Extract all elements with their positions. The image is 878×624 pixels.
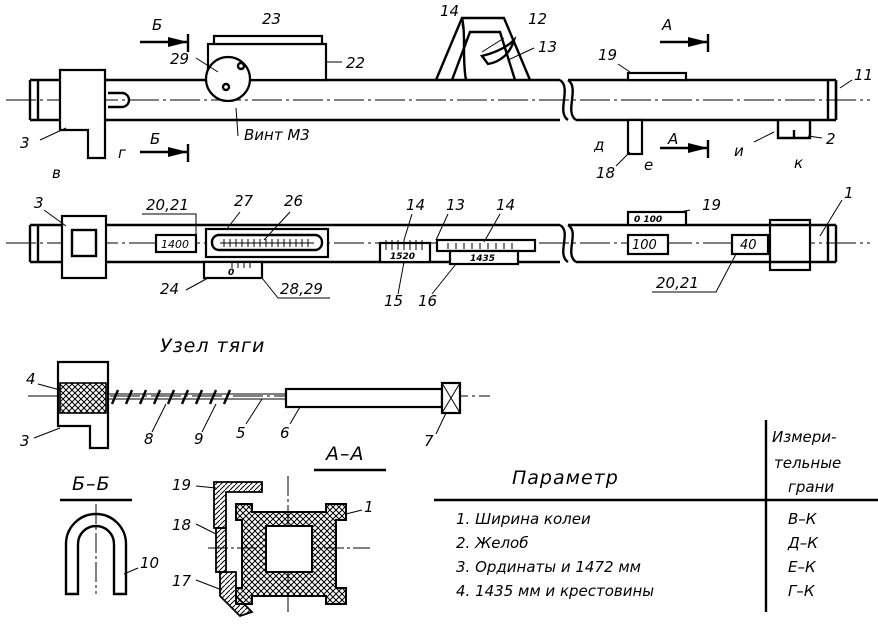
table-header-param: Параметр <box>512 467 619 489</box>
table-row-4-edges: Г–К <box>788 582 816 600</box>
label-1-aa: 1 <box>364 498 374 516</box>
title-aa: А–А <box>324 443 365 465</box>
label-9: 9 <box>194 430 204 448</box>
parameter-table: Параметр Измери- тельные грани 1. Ширина… <box>434 420 878 612</box>
label-g: г <box>118 144 126 162</box>
label-15: 15 <box>384 292 403 310</box>
label-b-bottom: Б <box>150 130 160 148</box>
label-i: и <box>734 142 744 160</box>
side-view: 23 22 29 Винт М3 Б Б 3 в г 14 12 13 19 А… <box>6 2 873 182</box>
label-11: 11 <box>854 66 873 84</box>
label-13-top: 13 <box>538 38 557 56</box>
label-29: 29 <box>170 50 189 68</box>
label-e: е <box>644 156 653 174</box>
label-4: 4 <box>26 370 36 388</box>
table-row-2-edges: Д–К <box>787 534 819 552</box>
table-row-3-edges: Е–К <box>788 558 817 576</box>
label-19-aa: 19 <box>172 476 191 494</box>
label-27: 27 <box>234 192 254 210</box>
label-3-top: 3 <box>20 134 30 152</box>
section-aa: А–А 19 18 17 1 <box>172 443 386 618</box>
label-screw: Винт М3 <box>244 126 310 144</box>
label-b-top: Б <box>152 16 162 34</box>
label-22: 22 <box>346 54 365 72</box>
table-header-edges-3: грани <box>788 478 834 496</box>
label-v: в <box>52 164 61 182</box>
section-bb: Б–Б 10 <box>60 473 159 596</box>
scale-40: 40 <box>740 238 757 253</box>
table-row-4-param: 4. 1435 мм и крестовины <box>456 582 654 600</box>
label-23: 23 <box>262 10 281 28</box>
scale-0: 0 <box>228 268 234 278</box>
label-3-uzel: 3 <box>20 432 30 450</box>
label-d: д <box>593 136 604 154</box>
label-14-top: 14 <box>440 2 459 20</box>
label-14-plan-b: 14 <box>496 196 515 214</box>
title-uzel-tyagi: Узел тяги <box>160 335 265 357</box>
label-7: 7 <box>424 432 434 450</box>
label-10: 10 <box>140 554 159 572</box>
table-header-edges-1: Измери- <box>772 428 836 446</box>
table-row-1-edges: В–К <box>788 510 818 528</box>
label-k: к <box>794 154 803 172</box>
label-12: 12 <box>528 10 547 28</box>
label-19-top: 19 <box>598 46 617 64</box>
label-18-top: 18 <box>596 164 615 182</box>
label-28-29: 28,29 <box>280 280 323 298</box>
pull-assembly: Узел тяги 4 3 8 9 5 6 7 <box>20 335 490 450</box>
label-20-21-plan-right: 20,21 <box>656 274 699 292</box>
label-26: 26 <box>284 192 303 210</box>
scale-1435: 1435 <box>470 254 495 264</box>
table-header-edges-2: тельные <box>774 454 841 472</box>
label-24: 24 <box>160 280 179 298</box>
label-17: 17 <box>172 572 192 590</box>
label-18-aa: 18 <box>172 516 191 534</box>
label-19-plan: 19 <box>702 196 721 214</box>
scale-0-100: 0 100 <box>634 215 662 225</box>
label-16: 16 <box>418 292 437 310</box>
label-5: 5 <box>236 424 246 442</box>
label-20-21-plan-left: 20,21 <box>146 196 189 214</box>
scale-1520: 1520 <box>390 252 415 262</box>
tick-marks-26 <box>223 239 309 247</box>
label-3-plan: 3 <box>34 194 44 212</box>
table-row-2-param: 2. Желоб <box>456 534 528 552</box>
scale-1400: 1400 <box>161 238 189 251</box>
title-bb: Б–Б <box>72 473 111 495</box>
label-2: 2 <box>826 130 836 148</box>
label-14-plan-a: 14 <box>406 196 425 214</box>
scale-100: 100 <box>632 238 657 253</box>
label-13-plan: 13 <box>446 196 465 214</box>
plan-view: 1400 0 1520 1435 0 100 100 40 <box>6 184 870 310</box>
label-6: 6 <box>280 424 290 442</box>
label-8: 8 <box>144 430 154 448</box>
label-1-plan: 1 <box>844 184 854 202</box>
label-a-top: А <box>661 16 672 34</box>
table-row-3-param: 3. Ординаты и 1472 мм <box>456 558 641 576</box>
label-a-bottom: А <box>667 130 678 148</box>
table-row-1-param: 1. Ширина колеи <box>456 510 591 528</box>
